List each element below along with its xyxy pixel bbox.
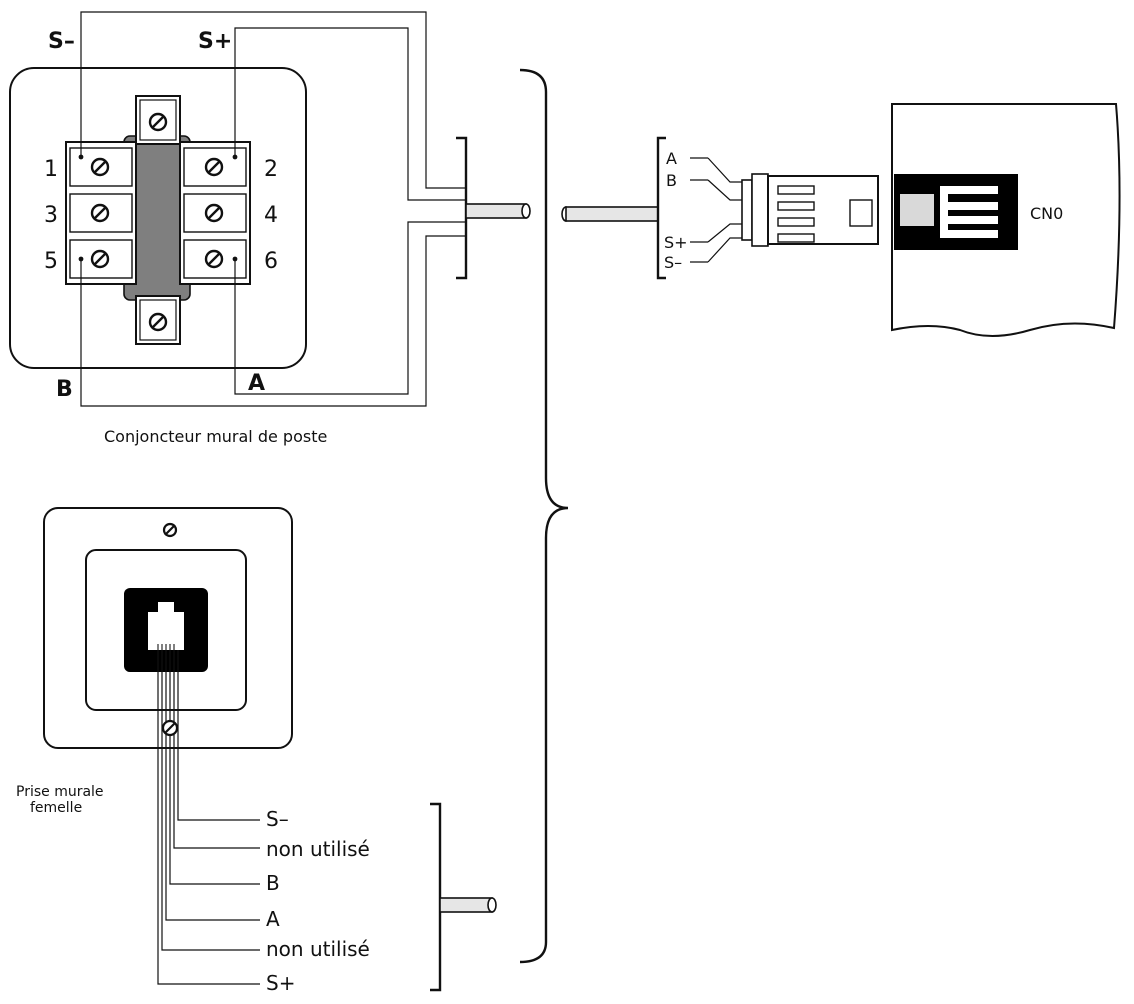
screw-icon <box>90 157 110 177</box>
connector-assembly <box>561 103 1121 337</box>
prise-outer-plate <box>43 507 293 749</box>
board-label-cn0: CN0 <box>1030 204 1063 223</box>
screw-icon <box>204 249 224 269</box>
cable <box>561 206 659 222</box>
screw-icon <box>204 203 224 223</box>
screw-icon <box>204 157 224 177</box>
label-b: B <box>56 377 73 402</box>
cable <box>439 897 497 913</box>
screw-icon <box>161 719 179 737</box>
wire-label: S– <box>266 807 289 831</box>
screw-icon <box>162 522 178 538</box>
label-a: A <box>248 371 265 396</box>
curly-brace <box>519 68 569 964</box>
wire-label: S+ <box>266 971 295 995</box>
terminal-number: 3 <box>44 203 58 228</box>
screw-icon <box>148 112 168 132</box>
cable-bracket <box>456 136 468 280</box>
bottom-screw-block <box>135 295 181 345</box>
prise-murale <box>43 507 497 992</box>
conjoncteur-wires <box>80 11 466 407</box>
prise-caption-line1: Prise murale <box>16 784 104 800</box>
connector-bracket <box>656 136 666 280</box>
wire-label: non utilisé <box>266 937 370 961</box>
pin-label-b: B <box>666 171 677 190</box>
wire-label: A <box>266 907 280 931</box>
pin-label-s-minus: S– <box>664 253 682 272</box>
screw-icon <box>90 249 110 269</box>
circuit-board <box>891 103 1121 337</box>
terminal-number: 4 <box>264 203 278 228</box>
label-s-plus: S+ <box>198 29 232 54</box>
pin-label-a: A <box>666 149 677 168</box>
left-terminal-block <box>65 141 137 285</box>
rj-plug <box>741 173 879 247</box>
conjoncteur-plate <box>9 67 307 369</box>
cable <box>465 203 531 219</box>
prise-bracket <box>430 802 442 992</box>
wire-label: B <box>266 871 280 895</box>
pin-label-s-plus: S+ <box>664 233 688 252</box>
wire-label: non utilisé <box>266 837 370 861</box>
terminal-number: 6 <box>264 249 278 274</box>
screw-icon <box>148 312 168 332</box>
label-s-minus: S– <box>48 29 75 54</box>
conjoncteur-caption: Conjoncteur mural de poste <box>104 427 327 446</box>
right-terminal-block <box>179 141 251 285</box>
prise-caption-line2: femelle <box>30 800 82 816</box>
terminal-number: 5 <box>44 249 58 274</box>
terminal-number: 1 <box>44 157 58 182</box>
conjoncteur-mural <box>9 11 531 407</box>
rj-jack-socket <box>124 588 208 672</box>
prise-wires <box>157 650 260 985</box>
top-screw-block <box>135 95 181 145</box>
screw-icon <box>90 203 110 223</box>
terminal-number: 2 <box>264 157 278 182</box>
